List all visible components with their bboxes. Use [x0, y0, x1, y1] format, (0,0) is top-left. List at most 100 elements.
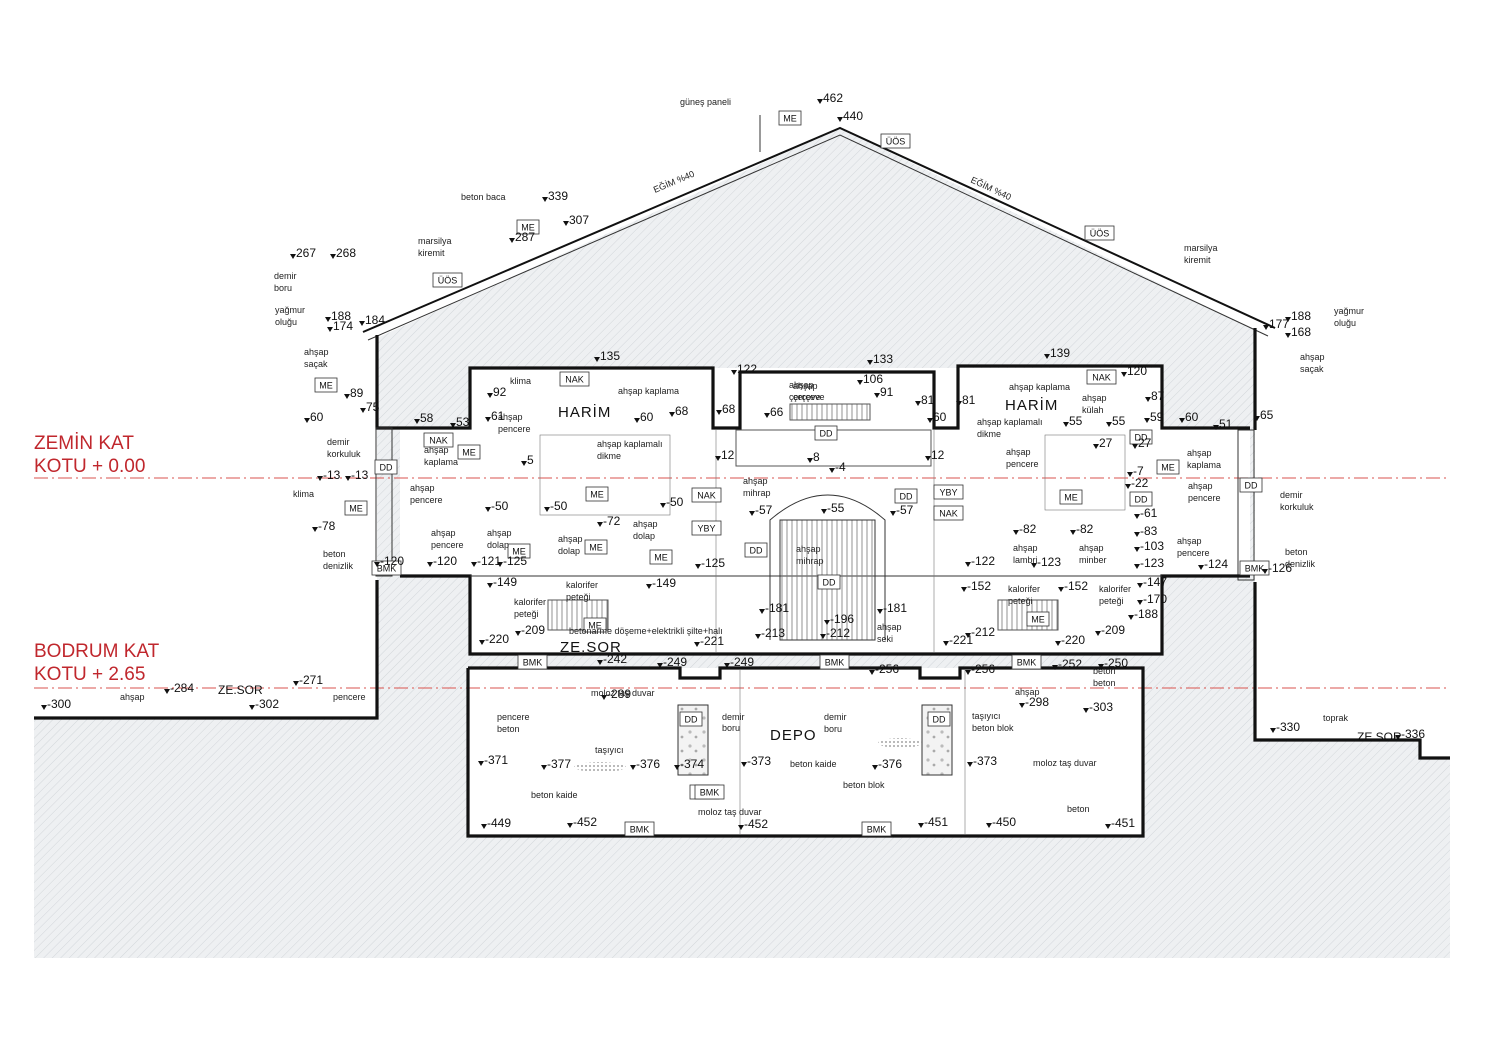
- tag-26: ME: [1059, 489, 1083, 505]
- elevation-mark-117: -449: [481, 816, 511, 830]
- elevation-mark-64: 59: [1144, 410, 1164, 424]
- svg-text:DD: DD: [750, 546, 763, 556]
- svg-text:-209: -209: [1101, 623, 1125, 637]
- elevation-mark-52: -181: [877, 601, 907, 615]
- tag-21: YBY: [933, 484, 964, 500]
- svg-text:-13: -13: [351, 468, 369, 482]
- svg-text:DD: DD: [1245, 481, 1258, 491]
- svg-text:-249: -249: [730, 655, 754, 669]
- svg-text:DD: DD: [1135, 495, 1148, 505]
- elevation-mark-119: -452: [738, 817, 768, 831]
- elevation-mark-85: 60: [1179, 410, 1199, 424]
- svg-text:-374: -374: [680, 757, 704, 771]
- elevation-mark-89: -126: [1262, 561, 1292, 575]
- annotation-21: klima: [510, 376, 531, 386]
- room-depo: DEPO: [770, 727, 817, 744]
- annotation-2: marsilya: [418, 236, 452, 246]
- annotation-34: ahşap kaplama: [618, 386, 679, 396]
- annotation-96: beton: [1093, 666, 1116, 676]
- elevation-mark-114: -373: [741, 754, 771, 768]
- annotation-3: kiremit: [418, 248, 445, 258]
- elevation-mark-109: -336: [1395, 727, 1425, 741]
- svg-text:-72: -72: [603, 514, 621, 528]
- elevation-mark-97: -256: [869, 662, 899, 676]
- tag-32: BMK: [819, 654, 850, 670]
- svg-text:139: 139: [1050, 346, 1070, 360]
- annotation-29: pencere: [1188, 493, 1221, 503]
- svg-text:55: 55: [1069, 414, 1083, 428]
- svg-text:-250: -250: [1104, 656, 1128, 670]
- tag-3: ME: [516, 219, 540, 235]
- svg-text:-57: -57: [896, 503, 914, 517]
- annotation-53: ahşap: [743, 476, 768, 486]
- svg-text:61: 61: [491, 409, 505, 423]
- annotation-26: ahşap: [424, 445, 449, 455]
- elevation-mark-7: 188: [325, 309, 351, 323]
- elevation-mark-115: -376: [872, 757, 902, 771]
- annotation-6: demir: [274, 271, 297, 281]
- annotation-9: oluğu: [275, 317, 297, 327]
- elevation-mark-100: -250: [1098, 656, 1128, 670]
- annotation-27: kaplama: [424, 457, 458, 467]
- svg-text:65: 65: [1260, 408, 1274, 422]
- elevation-mark-34: -149: [646, 576, 676, 590]
- svg-text:287: 287: [515, 230, 535, 244]
- svg-text:-22: -22: [1131, 476, 1149, 490]
- svg-text:-373: -373: [973, 754, 997, 768]
- elevation-mark-74: -147: [1137, 575, 1167, 589]
- annotation-95: beton: [1067, 804, 1090, 814]
- svg-text:-252: -252: [1058, 657, 1082, 671]
- zemin-kat-value: KOTU + 0.00: [34, 456, 146, 477]
- tag-1: ÜÖS: [880, 133, 911, 149]
- svg-text:-452: -452: [744, 817, 768, 831]
- elevation-mark-65: 55: [1106, 414, 1126, 428]
- svg-text:-103: -103: [1140, 539, 1164, 553]
- elevation-mark-10: 89: [344, 386, 364, 400]
- elevation-mark-54: -212: [820, 626, 850, 640]
- tag-10: ME: [585, 486, 609, 502]
- svg-text:106: 106: [863, 372, 883, 386]
- annotation-77: ahşap: [1177, 536, 1202, 546]
- svg-text:-212: -212: [826, 626, 850, 640]
- elevation-mark-38: 122: [731, 362, 757, 376]
- elevation-mark-63: 55: [1063, 414, 1083, 428]
- tag-22: NAK: [933, 505, 964, 521]
- annotation-54: mihrap: [743, 488, 771, 498]
- svg-text:ME: ME: [1161, 463, 1175, 473]
- annotation-50: çerçeve: [793, 392, 825, 402]
- annotation-90: beton kaide: [531, 790, 578, 800]
- annotation-88: taşıyıcı: [595, 745, 624, 755]
- elevation-mark-103: -303: [1083, 700, 1113, 714]
- annotation-72: peteği: [1008, 596, 1033, 606]
- tag-8: ME: [457, 444, 481, 460]
- annotation-60: ahşap kaplama: [1009, 382, 1070, 392]
- tag-5: ME: [314, 377, 338, 393]
- svg-text:-123: -123: [1140, 556, 1164, 570]
- svg-text:-152: -152: [1064, 579, 1088, 593]
- svg-text:-373: -373: [747, 754, 771, 768]
- elevation-mark-70: -61: [1134, 506, 1158, 520]
- elevation-mark-36: -220: [479, 632, 509, 646]
- annotation-0: güneş paneli: [680, 97, 731, 107]
- tag-25: DD: [1129, 429, 1153, 445]
- annotation-67: ahşap: [1013, 543, 1038, 553]
- svg-text:-82: -82: [1076, 522, 1094, 536]
- annotation-8: yağmur: [275, 305, 305, 315]
- elevation-mark-67: 27: [1132, 436, 1152, 450]
- annotation-82: demir: [824, 712, 847, 722]
- annotation-36: dikme: [597, 451, 621, 461]
- svg-text:-50: -50: [666, 495, 684, 509]
- svg-text:27: 27: [1099, 436, 1113, 450]
- svg-text:59: 59: [1150, 410, 1164, 424]
- svg-text:-196: -196: [830, 612, 854, 626]
- annotation-18: demir: [1280, 490, 1303, 500]
- annotation-12: ahşap: [304, 347, 329, 357]
- svg-text:DD: DD: [1135, 433, 1148, 443]
- elevation-mark-12: 60: [304, 410, 324, 424]
- svg-text:-242: -242: [603, 652, 627, 666]
- tag-6: NAK: [559, 371, 590, 387]
- svg-text:BMK: BMK: [377, 564, 397, 574]
- elevation-mark-20: 5: [521, 453, 534, 467]
